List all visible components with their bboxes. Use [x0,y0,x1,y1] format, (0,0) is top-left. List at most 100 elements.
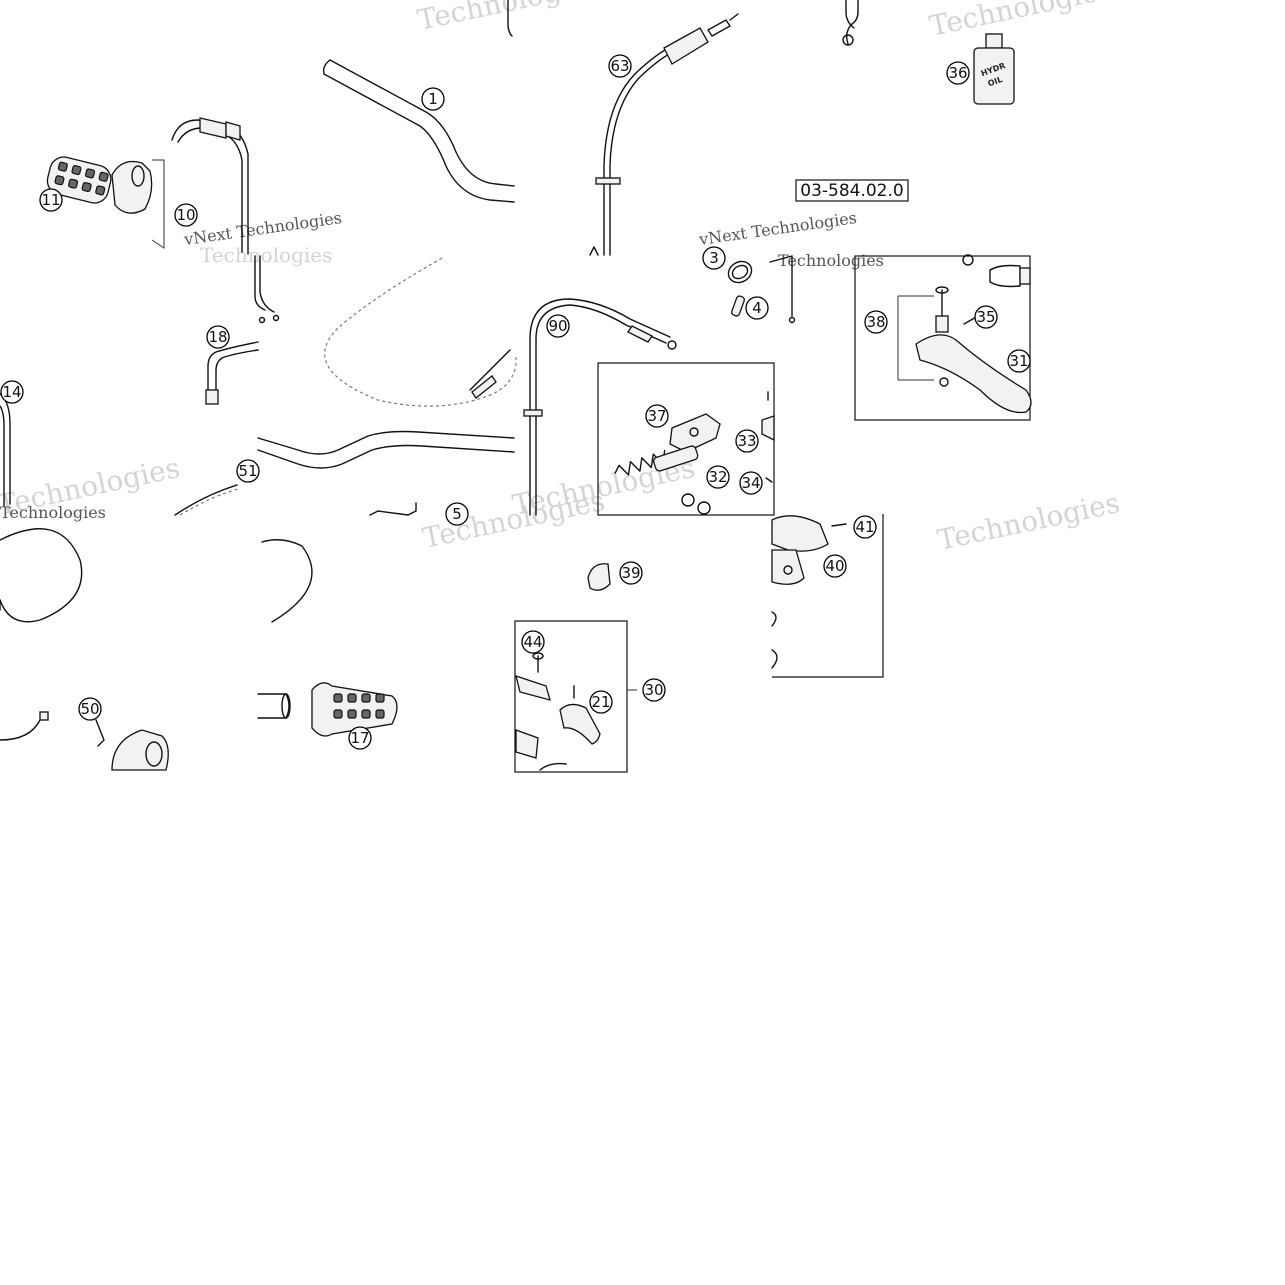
callout-number: 63 [610,57,629,75]
callout-circle [735,429,759,453]
callout-number: 34 [741,474,760,492]
callout-circle [864,310,888,334]
cable-end [507,0,513,37]
callout: 3 [702,246,726,270]
master-cylinder-body [771,515,847,669]
pin-part [731,295,745,317]
callout-number: 33 [737,432,756,450]
callout-number: 21 [591,693,610,711]
brake-lever [897,254,1032,414]
callout: 18 [206,325,230,349]
cable-51 [174,484,238,516]
callout-number: 40 [825,557,844,575]
callout-circle [445,502,469,526]
callout-circle [619,561,643,585]
callout-number: 44 [523,633,542,651]
callout: 10 [174,203,198,227]
callout: 44 [521,630,545,654]
brake-hose [205,341,259,405]
callout: 36 [946,61,970,85]
callout-circle [642,678,666,702]
callout-number: 11 [41,191,60,209]
diagram-number-text: 03-584.02.0 [800,181,903,201]
callout-circle [546,314,570,338]
callout-circle [206,325,230,349]
kill-switch [95,719,169,771]
hydraulic-line [842,0,859,46]
callout-number: 50 [80,700,99,718]
callout: 35 [974,305,998,329]
watermark: Technologies [935,486,1123,557]
watermark: vNext Technologies [697,208,858,249]
callout: 37 [645,404,669,428]
callout: 63 [608,54,632,78]
callout: 14 [0,380,24,404]
callout-number: 41 [855,518,874,536]
callout-circle [236,459,260,483]
callout-circle [645,404,669,428]
watermark: Technologies [0,503,106,522]
callout-number: 51 [238,462,257,480]
handlebar-outline [324,257,517,407]
callout-circle [745,296,769,320]
callout-number: 4 [752,299,762,317]
callout: 38 [864,310,888,334]
callout-number: 1 [428,90,438,108]
lever-frame [854,255,1031,421]
callout-number: 36 [948,64,967,82]
callout: 40 [823,554,847,578]
clamp-part [727,260,753,284]
callout: 33 [735,429,759,453]
handlebar-lower [257,430,515,516]
callout-number: 18 [208,328,227,346]
callout-circle [608,54,632,78]
callout-circle [421,87,445,111]
callout-circle [739,471,763,495]
callout-circle [0,380,24,404]
throttle-assembly [46,117,280,324]
callout-number: 14 [2,383,21,401]
cable-90 [523,298,677,516]
master-cylinder-frame-lower [772,514,884,678]
callout-circle [823,554,847,578]
callout-circle [706,465,730,489]
callout-number: 38 [866,313,885,331]
callout-circle [39,188,63,212]
callout-circle [348,726,372,750]
clamp-39 [587,563,611,591]
callout: 11 [39,188,63,212]
callout: 21 [589,690,613,714]
callout-circle [853,515,877,539]
callout-circle [78,697,102,721]
callout: 4 [745,296,769,320]
callout: 5 [445,502,469,526]
callout-circle [702,246,726,270]
callout: 41 [853,515,877,539]
callout-circle [521,630,545,654]
callout-number: 10 [176,206,195,224]
callout-number: 5 [452,505,462,523]
callout-number: 31 [1009,352,1028,370]
diagram-number: 03-584.02.0 [795,179,909,202]
callout-circle [1007,349,1031,373]
hydraulic-oil-bottle: HYDR OIL [973,33,1015,105]
mirror [0,528,83,623]
callout: 17 [348,726,372,750]
watermark: Technologies [200,243,332,267]
master-cylinder-parts [614,391,775,515]
cable-63 [589,13,739,256]
callout-number: 90 [548,317,567,335]
callout: 1 [421,87,445,111]
callout: 39 [619,561,643,585]
callout-number: 39 [621,564,640,582]
callout: 30 [642,678,666,702]
handlebar [322,59,515,203]
clutch-parts [515,652,637,771]
callout-number: 3 [709,249,719,267]
callout: 50 [78,697,102,721]
left-grip [257,539,398,737]
callout-number: 37 [647,407,666,425]
callout-number: 17 [350,729,369,747]
watermark: Technologies [778,251,884,270]
